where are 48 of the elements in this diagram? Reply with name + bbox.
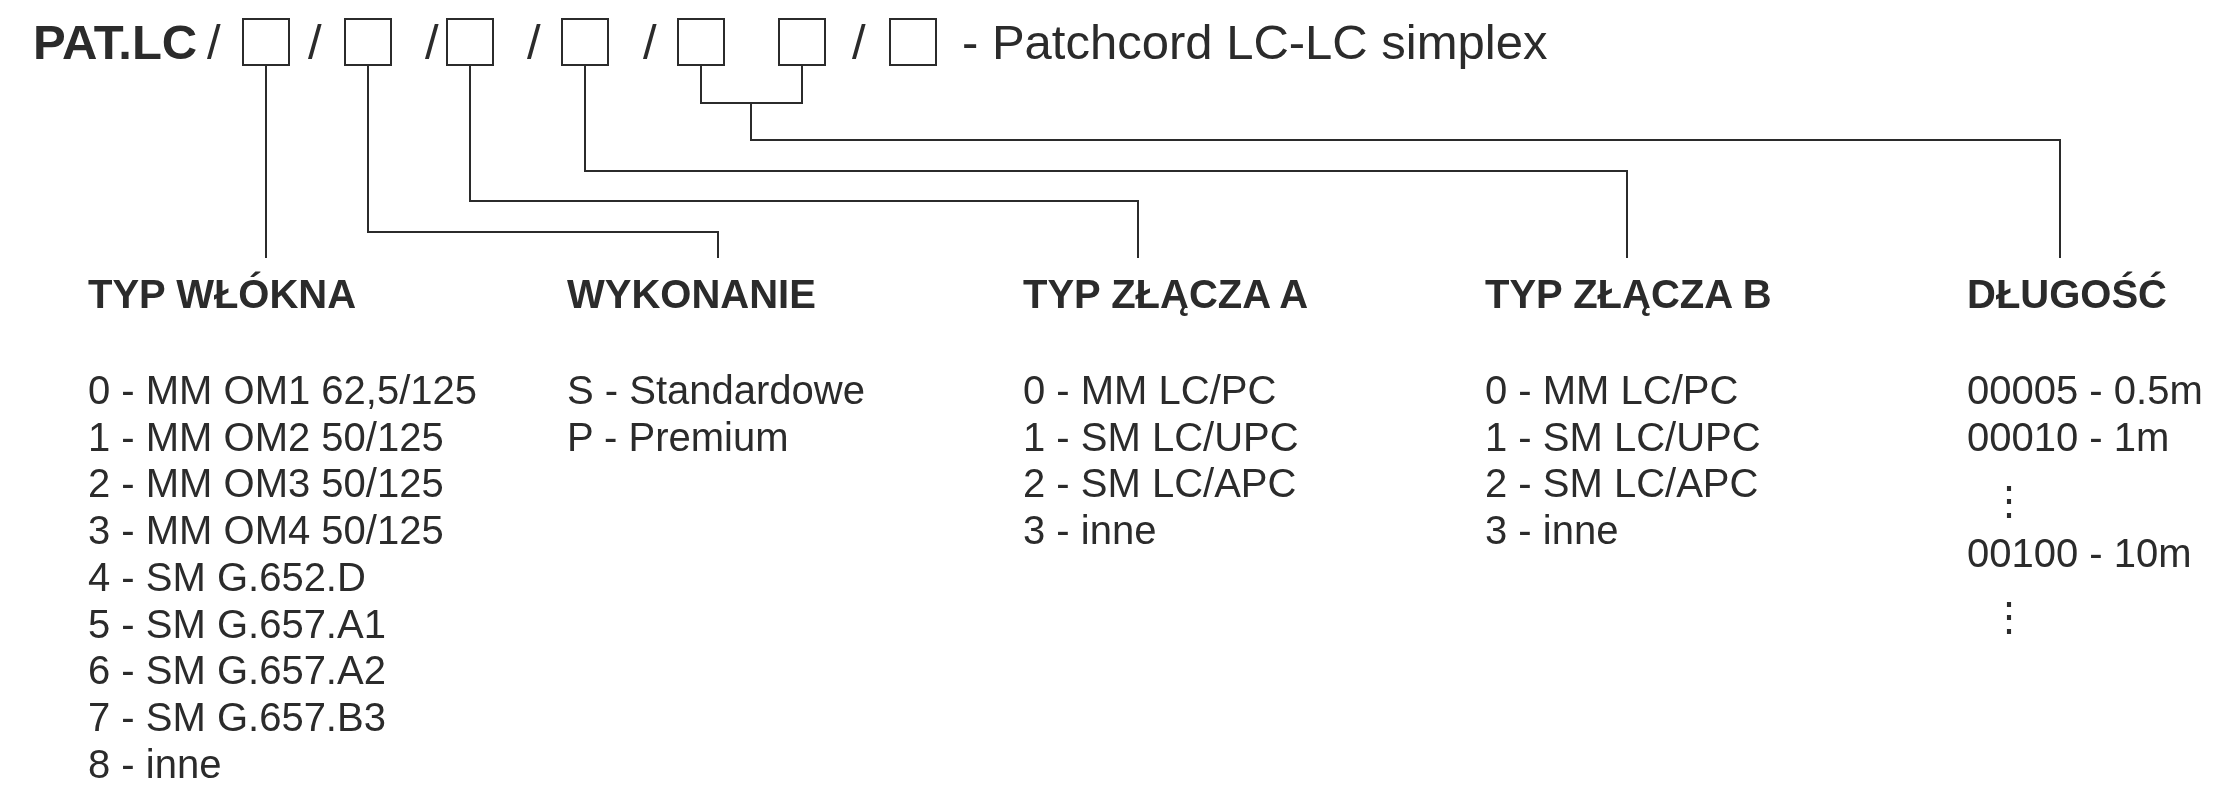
code-field-box (446, 18, 494, 66)
option-heading: TYP WŁÓKNA (88, 258, 357, 316)
option-heading: WYKONANIE (567, 258, 816, 316)
option-text: 00005 - 0.5m (1967, 368, 2203, 412)
option-text: 8 - inne (88, 741, 222, 786)
option-text: 3 - inne (1023, 508, 1157, 553)
code-text: - Patchcord LC-LC simplex (962, 14, 1548, 70)
code-field-box (561, 18, 609, 66)
option-text: 00010 - 1m (1967, 414, 2170, 459)
ellipsis-mark: ⋮ (1989, 594, 2029, 639)
option-text: 7 - SM G.657.B3 (88, 694, 386, 739)
option-heading: TYP ZŁĄCZA B (1485, 258, 1772, 316)
leader-line (265, 65, 267, 259)
option-text: 0 - MM LC/PC (1485, 368, 1739, 412)
code-text: / (308, 14, 322, 70)
option-text: 5 - SM G.657.A1 (88, 601, 386, 646)
code-field-box (778, 18, 826, 66)
leader-line (584, 65, 1628, 259)
option-text: 6 - SM G.657.A2 (88, 648, 386, 693)
option-text: P - Premium (567, 414, 789, 459)
leader-line (367, 65, 719, 259)
option-heading: DŁUGOŚĆ (1967, 258, 2167, 316)
code-text: / (643, 14, 657, 70)
option-text: S - Standardowe (567, 368, 865, 412)
option-text: 3 - MM OM4 50/125 (88, 508, 444, 553)
option-heading: TYP ZŁĄCZA A (1023, 258, 1309, 316)
option-text: 2 - SM LC/APC (1023, 461, 1297, 506)
option-text: 2 - SM LC/APC (1485, 461, 1759, 506)
code-prefix: PAT.LC (33, 14, 198, 70)
code-text: / (207, 14, 221, 70)
code-field-box (889, 18, 937, 66)
code-field-box (677, 18, 725, 66)
ellipsis-mark: ⋮ (1989, 477, 2029, 522)
option-text: 1 - MM OM2 50/125 (88, 414, 444, 459)
option-text: 0 - MM OM1 62,5/125 (88, 368, 478, 412)
option-text: 00100 - 10m (1967, 531, 2192, 576)
option-text: 1 - SM LC/UPC (1023, 414, 1299, 459)
option-text: 3 - inne (1485, 508, 1619, 553)
code-field-box (242, 18, 290, 66)
option-text: 4 - SM G.652.D (88, 554, 366, 599)
code-text: / (852, 14, 866, 70)
option-text: 0 - MM LC/PC (1023, 368, 1277, 412)
option-text: 2 - MM OM3 50/125 (88, 461, 444, 506)
code-field-box (344, 18, 392, 66)
code-text: / (527, 14, 541, 70)
option-text: 1 - SM LC/UPC (1485, 414, 1761, 459)
code-text: / (425, 14, 439, 70)
leader-line (469, 65, 1139, 259)
